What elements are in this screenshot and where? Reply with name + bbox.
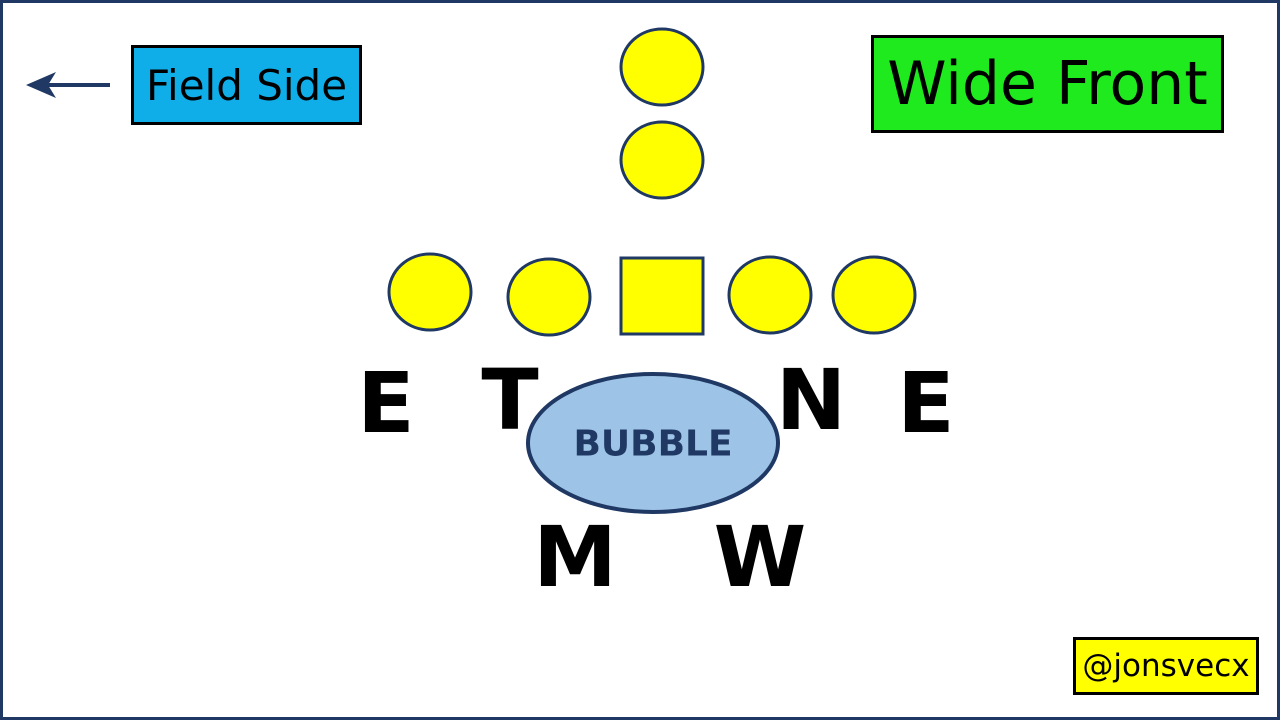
offense-left-guard xyxy=(506,257,592,337)
offense-quarterback xyxy=(619,27,705,107)
bubble-label: BUBBLE xyxy=(573,423,733,465)
defender-left-end: E xyxy=(357,354,415,452)
field-side-label: Field Side xyxy=(131,45,362,125)
front-name-label: Wide Front xyxy=(871,35,1224,133)
defender-mike: M xyxy=(533,508,617,606)
offense-right-guard xyxy=(727,255,813,335)
defender-nose: N xyxy=(775,351,847,449)
offense-center xyxy=(619,256,705,336)
bubble-ellipse xyxy=(526,372,780,514)
offense-left-tackle xyxy=(387,252,473,332)
author-handle: @jonsvecx xyxy=(1073,637,1259,695)
offense-running-back xyxy=(619,120,705,200)
defender-tackle: T xyxy=(481,351,539,449)
offense-right-tackle xyxy=(831,255,917,335)
defender-will: W xyxy=(713,508,807,606)
defender-right-end: E xyxy=(897,354,955,452)
left-arrow-icon xyxy=(26,72,110,98)
